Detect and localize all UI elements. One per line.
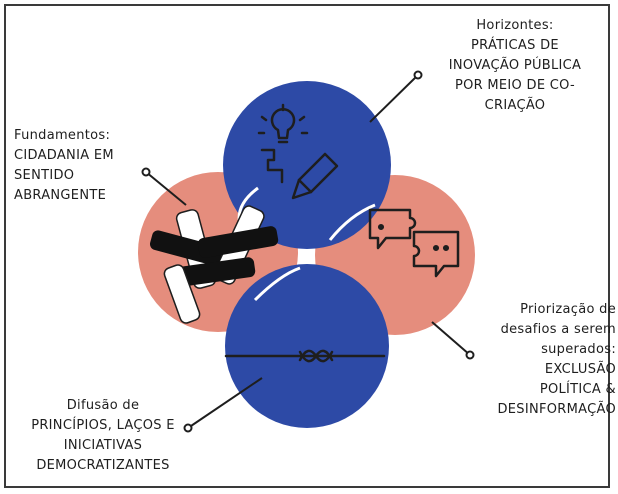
label-priorizacao-line-2: desafios a serem [500,322,616,337]
label-priorizacao-line-6: DESINFORMAÇÃO [497,402,616,417]
label-priorizacao-line-3: superados: [541,342,616,357]
label-difusao: Difusão de PRINCÍPIOS, LAÇOS E INICIATIV… [18,396,188,476]
callout-left [141,167,187,206]
chat-puzzle-icon [368,208,460,278]
label-difusao-line-1: Difusão de [66,398,140,413]
label-horizontes: Horizontes: PRÁTICAS DE INOVAÇÃO PÚBLICA… [432,16,598,116]
label-priorizacao-line-5: POLÍTICA & [539,382,616,397]
label-fundamentos-line-1: Fundamentos: [14,128,111,143]
label-horizontes-line-1: Horizontes: [476,18,554,33]
label-horizontes-line-3: INOVAÇÃO PÚBLICA [448,58,582,73]
label-fundamentos-line-4: ABRANGENTE [14,188,107,203]
label-difusao-line-4: DEMOCRATIZANTES [36,458,170,473]
callout-right [431,321,475,360]
callout-bottom-left [183,377,263,433]
label-fundamentos-line-2: CIDADANIA EM [14,148,114,163]
label-priorizacao-line-1: Priorização de [520,302,616,317]
lightbulb-pencil-icon [257,103,339,200]
label-fundamentos: Fundamentos: CIDADANIA EM SENTIDO ABRANG… [14,126,174,206]
label-priorizacao: Priorização de desafios a serem superado… [470,300,616,420]
horizontes-circle [223,81,391,249]
label-difusao-line-2: PRINCÍPIOS, LAÇOS E [31,418,175,433]
label-difusao-line-3: INICIATIVAS [63,438,143,453]
joined-hands-icon [149,205,279,324]
knot-rope-icon [224,349,386,363]
label-horizontes-line-4: POR MEIO DE CO- [454,78,576,93]
label-horizontes-line-5: CRIAÇÃO [484,98,546,113]
label-fundamentos-line-3: SENTIDO [14,168,75,183]
label-horizontes-line-2: PRÁTICAS DE [471,38,559,53]
difusao-circle [225,264,389,428]
callout-top-right [369,70,423,123]
label-priorizacao-line-4: EXCLUSÃO [544,362,616,377]
